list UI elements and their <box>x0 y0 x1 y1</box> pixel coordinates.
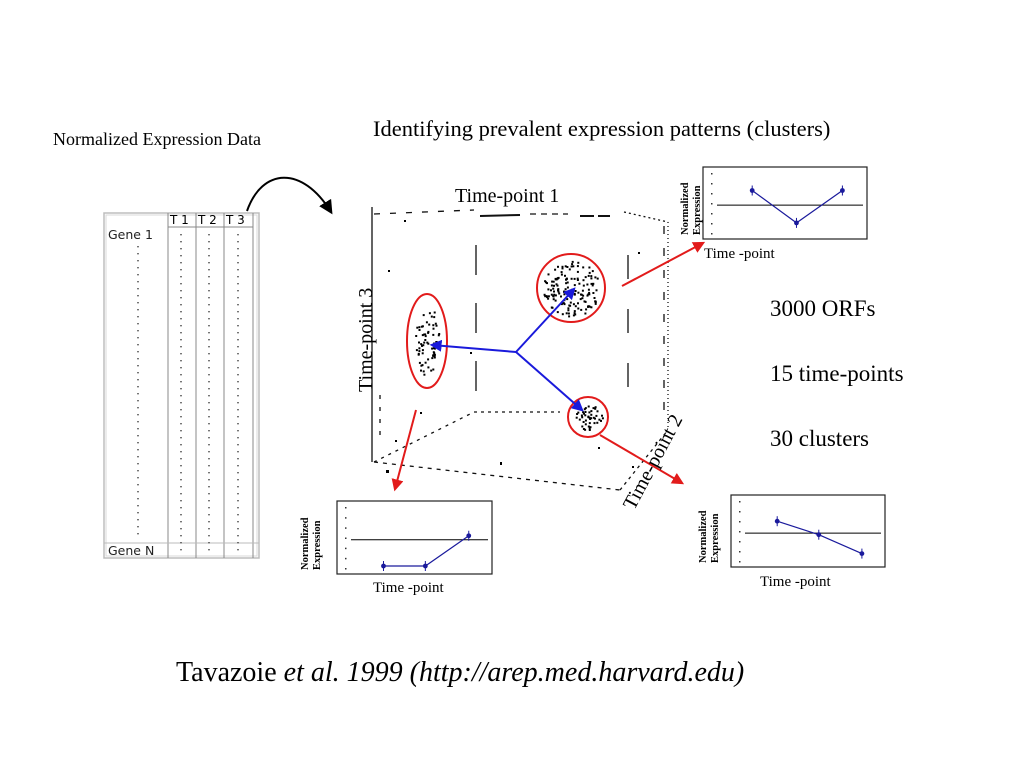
stat-orfs: 3000 ORFs <box>770 296 876 321</box>
red-arrows <box>391 241 706 492</box>
table-col-header: T 1 <box>169 213 189 227</box>
svg-text:Expression: Expression <box>312 520 323 570</box>
cluster-circle <box>567 396 609 438</box>
axis-label-time-point-1: Time-point 1 <box>455 185 559 207</box>
right-panel-title: Identifying prevalent expression pattern… <box>373 116 831 141</box>
curved-arrow-icon <box>246 176 333 215</box>
svg-text:Normalized: Normalized <box>680 182 691 235</box>
stat-clusters: 30 clusters <box>770 426 870 451</box>
svg-text:Time -point: Time -point <box>760 574 832 590</box>
svg-text:Time -point: Time -point <box>704 246 776 262</box>
expression-table: T 1 T 2 T 3 Gene 1 Gene N <box>103 212 260 559</box>
svg-text:Time -point: Time -point <box>373 580 445 596</box>
table-col-header: T 2 <box>197 213 217 227</box>
blue-arrows <box>429 287 584 412</box>
table-row-last-label: Gene N <box>108 543 154 558</box>
citation: Tavazoie et al. 1999 (http://arep.med.ha… <box>176 657 744 689</box>
table-col-header: T 3 <box>225 213 245 227</box>
svg-text:Expression: Expression <box>710 513 721 563</box>
svg-text:Normalized: Normalized <box>300 517 311 570</box>
axis-label-time-point-2: Time-point 2 <box>619 411 687 513</box>
svg-text:Expression: Expression <box>692 185 703 235</box>
svg-text:Normalized: Normalized <box>698 510 709 563</box>
cluster-circle <box>406 293 448 389</box>
axis-label-time-point-3: Time-point 3 <box>355 288 377 392</box>
cube-3d <box>371 207 669 491</box>
cluster-circle <box>536 253 606 323</box>
left-panel-title: Normalized Expression Data <box>53 129 261 149</box>
cube-scatter-points <box>386 220 640 473</box>
stat-time-points: 15 time-points <box>770 361 904 386</box>
citation-author: Tavazoie <box>176 657 284 688</box>
table-row-first-label: Gene 1 <box>108 227 153 242</box>
citation-reference: et al. 1999 (http://arep.med.harvard.edu… <box>283 657 745 688</box>
